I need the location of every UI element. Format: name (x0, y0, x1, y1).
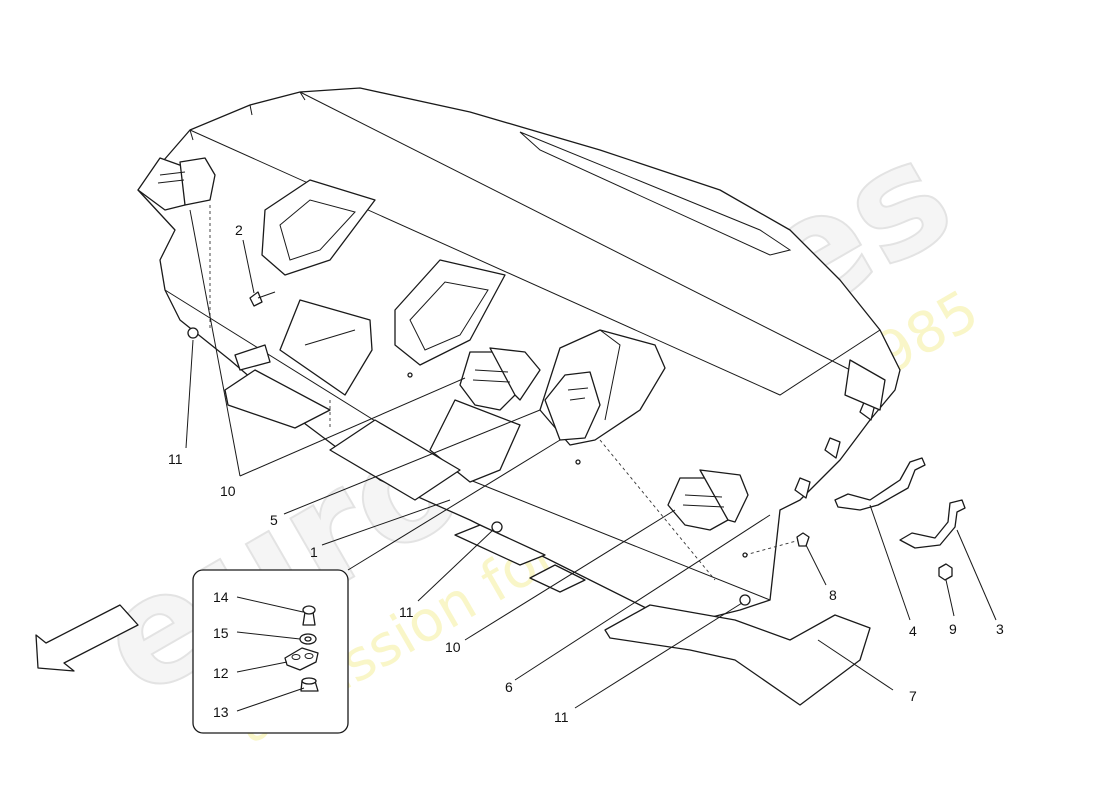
washer-part-15 (299, 633, 317, 645)
callout-10-left: 10 (220, 483, 236, 499)
center-console-housing (539, 329, 666, 446)
callout-8: 8 (829, 587, 837, 603)
trunk-trim-part-7 (604, 604, 871, 706)
speaker-grille-recess (279, 299, 373, 396)
bracket-part-4 (834, 457, 926, 511)
callout-14: 14 (213, 589, 229, 605)
foam-pads (224, 344, 586, 593)
callout-12: 12 (213, 665, 229, 681)
shelf-opening-left (261, 179, 376, 276)
bolt-part-14 (302, 605, 316, 626)
clip-plate-part-12 (284, 647, 319, 671)
callout-1: 1 (310, 544, 318, 560)
bracket-part-3 (899, 499, 966, 549)
shelf-opening-center (394, 259, 506, 366)
callout-11-left: 11 (168, 451, 183, 467)
leader-lines (185, 209, 997, 712)
callout-11-center: 11 (399, 604, 414, 620)
callout-labels: 1 2 3 4 5 6 7 8 9 10 10 11 11 11 12 13 1… (168, 222, 1004, 725)
detail-inset (192, 569, 349, 734)
nut-part-13 (300, 677, 319, 692)
callout-10-right: 10 (445, 639, 461, 655)
callout-15: 15 (213, 625, 229, 641)
callout-6: 6 (505, 679, 513, 695)
callout-4: 4 (909, 623, 917, 639)
nut-part-9 (938, 563, 953, 581)
panel-fasteners (187, 327, 751, 606)
front-direction-arrow (35, 604, 139, 672)
belt-guide-center (459, 347, 541, 411)
callout-13: 13 (213, 704, 229, 720)
belt-guide-left (137, 157, 216, 211)
lower-cutout (429, 399, 521, 483)
screw-part-2 (249, 291, 276, 307)
callout-9: 9 (949, 621, 957, 637)
callout-7: 7 (909, 688, 917, 704)
edge-clips (794, 359, 886, 499)
belt-guide-right (667, 469, 749, 531)
callout-5: 5 (270, 512, 278, 528)
callout-11-right: 11 (554, 709, 569, 725)
callout-3: 3 (996, 621, 1004, 637)
callout-2: 2 (235, 222, 243, 238)
clip-part-8 (796, 532, 810, 547)
assembly-lines (209, 205, 801, 581)
